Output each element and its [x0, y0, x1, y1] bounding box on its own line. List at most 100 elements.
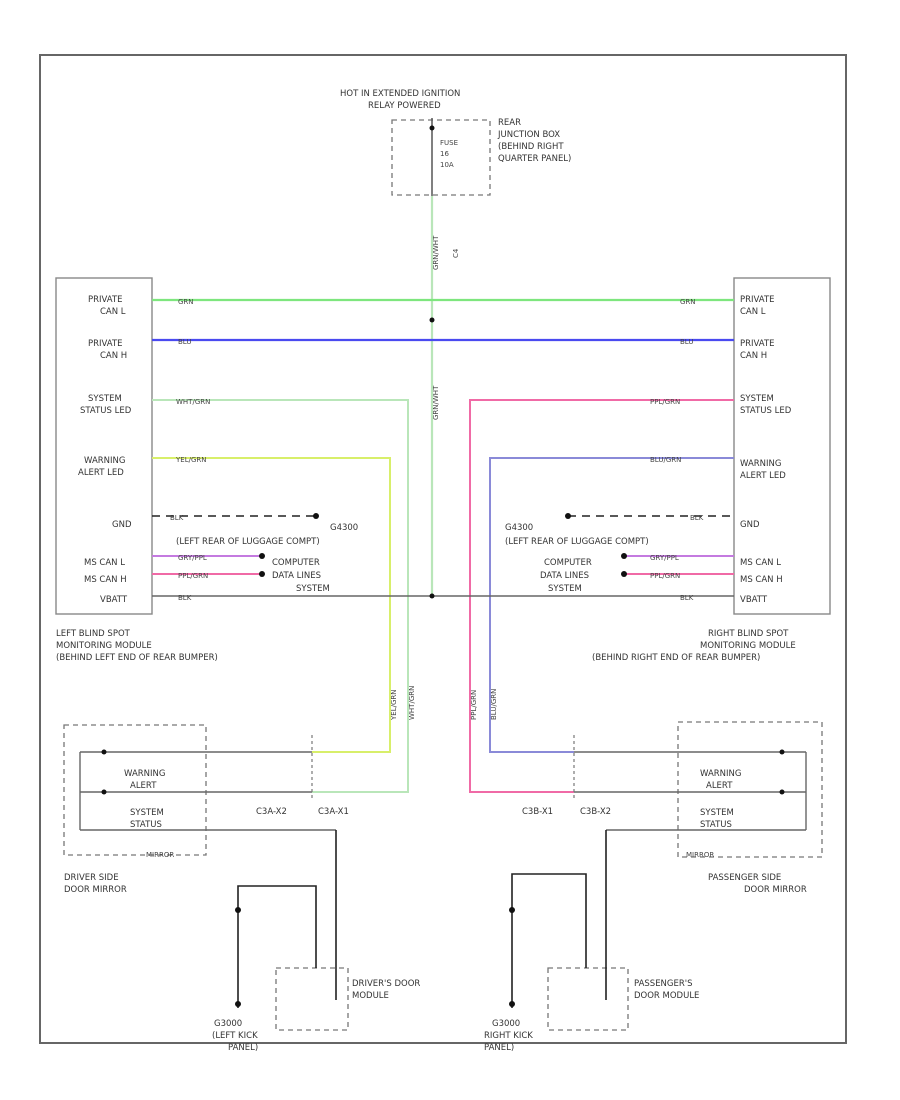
left-wire-grn: GRN: [178, 298, 194, 306]
left-door-ground-wire: [237, 885, 317, 1008]
left-wire-yelgrn: YEL/GRN: [175, 456, 206, 464]
driver-mirror-name: DRIVER SIDE: [64, 873, 119, 883]
left-door-ground-dot: [235, 907, 241, 913]
left-ground-id: G4300: [330, 523, 358, 533]
svg-text:MONITORING MODULE: MONITORING MODULE: [56, 641, 152, 651]
svg-text:COMPUTER: COMPUTER: [544, 558, 592, 568]
right-conn-x2: C3B-X2: [580, 807, 611, 817]
left-kick-ground: G3000: [214, 1019, 242, 1029]
power-wire-label: GRN/WHT: [432, 235, 440, 270]
passengers-door-label: PASSENGER'S: [634, 979, 693, 989]
svg-text:(BEHIND RIGHT END OF REAR BUMP: (BEHIND RIGHT END OF REAR BUMPER): [592, 653, 760, 663]
svg-text:STATUS LED: STATUS LED: [80, 406, 132, 416]
svg-text:GND: GND: [112, 520, 132, 530]
left-wire-blk-vbatt: BLK: [178, 594, 192, 602]
svg-text:CAN H: CAN H: [100, 351, 127, 361]
right-conn-x1: C3B-X1: [522, 807, 553, 817]
svg-text:VBATT: VBATT: [100, 595, 128, 605]
left-kick-ground-3: PANEL): [228, 1043, 258, 1053]
right-kick-ground-2: RIGHT KICK: [484, 1031, 533, 1041]
svg-text:PRIVATE: PRIVATE: [740, 339, 775, 349]
right-mirror-warning: WARNING: [700, 769, 741, 779]
right-module-name: RIGHT BLIND SPOT MONITORING MODULE (BEHI…: [592, 629, 796, 663]
power-source-label: HOT IN EXTENDED IGNITION: [340, 89, 460, 99]
svg-text:DATA LINES: DATA LINES: [272, 571, 321, 581]
left-module-pins: PRIVATE CAN L PRIVATE CAN H SYSTEM STATU…: [78, 295, 132, 605]
left-mirror-status: STATUS: [130, 820, 162, 830]
svg-text:MS CAN L: MS CAN L: [740, 558, 781, 568]
left-data-lines-label: COMPUTER DATA LINES SYSTEM: [272, 558, 330, 594]
svg-text:(BEHIND LEFT END OF REAR BUMPE: (BEHIND LEFT END OF REAR BUMPER): [56, 653, 218, 663]
right-wire-blk-vbatt: BLK: [680, 594, 694, 602]
left-kick-ground-2: (LEFT KICK: [212, 1031, 258, 1041]
left-ms-can-l-conn: [259, 553, 265, 559]
left-wire-whtgrn: WHT/GRN: [176, 398, 210, 406]
right-mirror-alert: ALERT: [706, 781, 733, 791]
right-led-terminal-1: [779, 749, 785, 755]
passenger-mirror-name: PASSENGER SIDE: [708, 873, 781, 883]
right-mirror-tag: MIRROR: [686, 851, 714, 859]
svg-text:PRIVATE: PRIVATE: [88, 339, 123, 349]
right-door-ground-wire: [511, 873, 587, 1008]
left-mirror-alert: ALERT: [130, 781, 157, 791]
svg-text:GND: GND: [740, 520, 760, 530]
drivers-door-label: DRIVER'S DOOR: [352, 979, 420, 989]
right-mirror-status: STATUS: [700, 820, 732, 830]
svg-text:SYSTEM: SYSTEM: [88, 394, 122, 404]
left-ms-can-h-conn: [259, 571, 265, 577]
left-mirror-warning: WARNING: [124, 769, 165, 779]
right-warning-led-wire: [489, 457, 734, 753]
fuse-label: FUSE 16 10A: [440, 139, 458, 169]
junction-box-label: REAR JUNCTION BOX (BEHIND RIGHT QUARTER …: [497, 118, 571, 164]
right-ms-can-h-conn: [621, 571, 627, 577]
right-wire-pplgrn: PPL/GRN: [650, 398, 680, 406]
power-wire-label-2: GRN/WHT: [432, 385, 440, 420]
svg-text:CAN L: CAN L: [100, 307, 126, 317]
svg-text:REAR: REAR: [498, 118, 521, 128]
passenger-mirror-box: [677, 721, 823, 858]
svg-text:VBATT: VBATT: [740, 595, 768, 605]
svg-text:MS CAN H: MS CAN H: [84, 575, 127, 585]
svg-text:SYSTEM: SYSTEM: [740, 394, 774, 404]
left-conn-x1: C3A-X1: [318, 807, 349, 817]
power-source-label-2: RELAY POWERED: [368, 101, 441, 111]
left-wire-gryppl: GRY/PPL: [178, 554, 207, 562]
diagram-frame: [39, 54, 847, 1044]
power-conn-label: C4: [452, 248, 460, 258]
svg-text:FUSE: FUSE: [440, 139, 458, 147]
svg-text:10A: 10A: [440, 161, 454, 169]
right-kick-ground-3: PANEL): [484, 1043, 514, 1053]
svg-text:(BEHIND RIGHT: (BEHIND RIGHT: [498, 142, 564, 152]
svg-text:ALERT LED: ALERT LED: [78, 468, 124, 478]
svg-text:SYSTEM: SYSTEM: [296, 584, 330, 594]
svg-text:LEFT BLIND SPOT: LEFT BLIND SPOT: [56, 629, 131, 639]
svg-text:CAN H: CAN H: [740, 351, 767, 361]
right-ground-point: [565, 513, 571, 519]
passenger-mirror-name-2: DOOR MIRROR: [744, 885, 807, 895]
right-wire-blk: BLK: [690, 514, 704, 522]
svg-text:COMPUTER: COMPUTER: [272, 558, 320, 568]
svg-text:SYSTEM: SYSTEM: [548, 584, 582, 594]
left-wire-blu: BLU: [178, 338, 191, 346]
svg-text:CAN L: CAN L: [740, 307, 766, 317]
svg-text:16: 16: [440, 150, 449, 158]
right-door-ground-dot-2: [509, 1001, 515, 1007]
svg-text:PRIVATE: PRIVATE: [88, 295, 123, 305]
svg-text:RIGHT BLIND SPOT: RIGHT BLIND SPOT: [708, 629, 789, 639]
driver-mirror-box: [63, 724, 207, 856]
svg-text:PRIVATE: PRIVATE: [740, 295, 775, 305]
drivers-door-label-2: MODULE: [352, 991, 389, 1001]
left-wire-blk: BLK: [170, 514, 184, 522]
left-mirror-tag: MIRROR: [146, 851, 174, 859]
right-mirror-wire-1: PPL/GRN: [470, 690, 478, 720]
left-led-terminal-2: [101, 789, 107, 795]
right-wire-gryppl: GRY/PPL: [650, 554, 679, 562]
svg-text:MS CAN H: MS CAN H: [740, 575, 783, 585]
svg-text:DATA LINES: DATA LINES: [540, 571, 589, 581]
right-wire-pplgrn-2: PPL/GRN: [650, 572, 680, 580]
passengers-door-label-2: DOOR MODULE: [634, 991, 699, 1001]
right-led-terminal-2: [779, 789, 785, 795]
drivers-door-module: [275, 967, 349, 1031]
right-door-ground-dot: [509, 907, 515, 913]
